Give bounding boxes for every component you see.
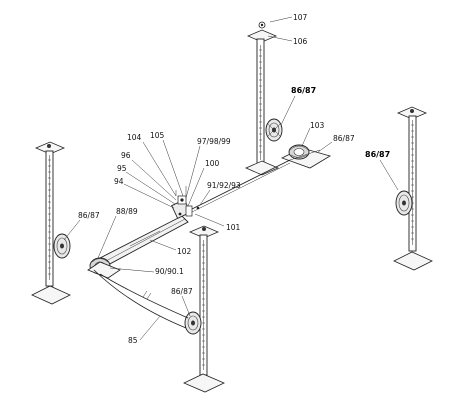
label-86-87-right: 86/87 bbox=[333, 134, 355, 143]
label-86-87-bottom: 86/87 bbox=[171, 287, 193, 296]
arm-102 bbox=[99, 215, 189, 267]
post-left bbox=[31, 141, 71, 305]
post-far-right bbox=[393, 106, 433, 271]
label-90-90-1: 90/90.1 bbox=[155, 267, 184, 276]
pulley-86-87-top bbox=[265, 118, 283, 142]
pulley-90-90-1 bbox=[87, 257, 121, 279]
label-88-89: 88/89 bbox=[116, 207, 138, 216]
pulley-86-87-far-right bbox=[395, 190, 413, 216]
label-86-87-left: 86/87 bbox=[78, 211, 100, 220]
top-mount-plate bbox=[188, 225, 220, 239]
base-plate bbox=[245, 160, 279, 176]
base-plate bbox=[393, 251, 433, 271]
pulley-86-87-bottom bbox=[184, 311, 202, 335]
label-97-98-99: 97/98/99 bbox=[197, 137, 231, 146]
label-102: 102 bbox=[177, 247, 192, 256]
label-86-87-top: 86/87 bbox=[291, 86, 316, 95]
label-103: 103 bbox=[310, 121, 325, 130]
post-front-center bbox=[183, 225, 225, 393]
label-105: 105 bbox=[150, 131, 165, 140]
cable-rail-upper bbox=[185, 149, 321, 216]
label-101: 101 bbox=[226, 223, 241, 232]
label-91-92-93: 91/92/93 bbox=[207, 181, 241, 190]
label-96: 96 bbox=[121, 151, 131, 160]
base-plate bbox=[183, 373, 225, 393]
label-86-87-far-right: 86/87 bbox=[365, 150, 390, 159]
label-106: 106 bbox=[293, 37, 308, 46]
label-94: 94 bbox=[114, 177, 124, 186]
center-mechanism bbox=[171, 186, 200, 219]
pulley-86-87-left bbox=[53, 233, 71, 259]
label-104: 104 bbox=[127, 133, 142, 142]
base-plate bbox=[31, 285, 71, 305]
post-back-center bbox=[245, 21, 279, 176]
label-95: 95 bbox=[117, 164, 127, 173]
label-100: 100 bbox=[205, 159, 220, 168]
leader-lines bbox=[63, 16, 399, 341]
top-mount-plate bbox=[34, 141, 66, 155]
cable-85 bbox=[93, 269, 189, 329]
label-107: 107 bbox=[293, 13, 308, 22]
label-85: 85 bbox=[128, 336, 138, 345]
